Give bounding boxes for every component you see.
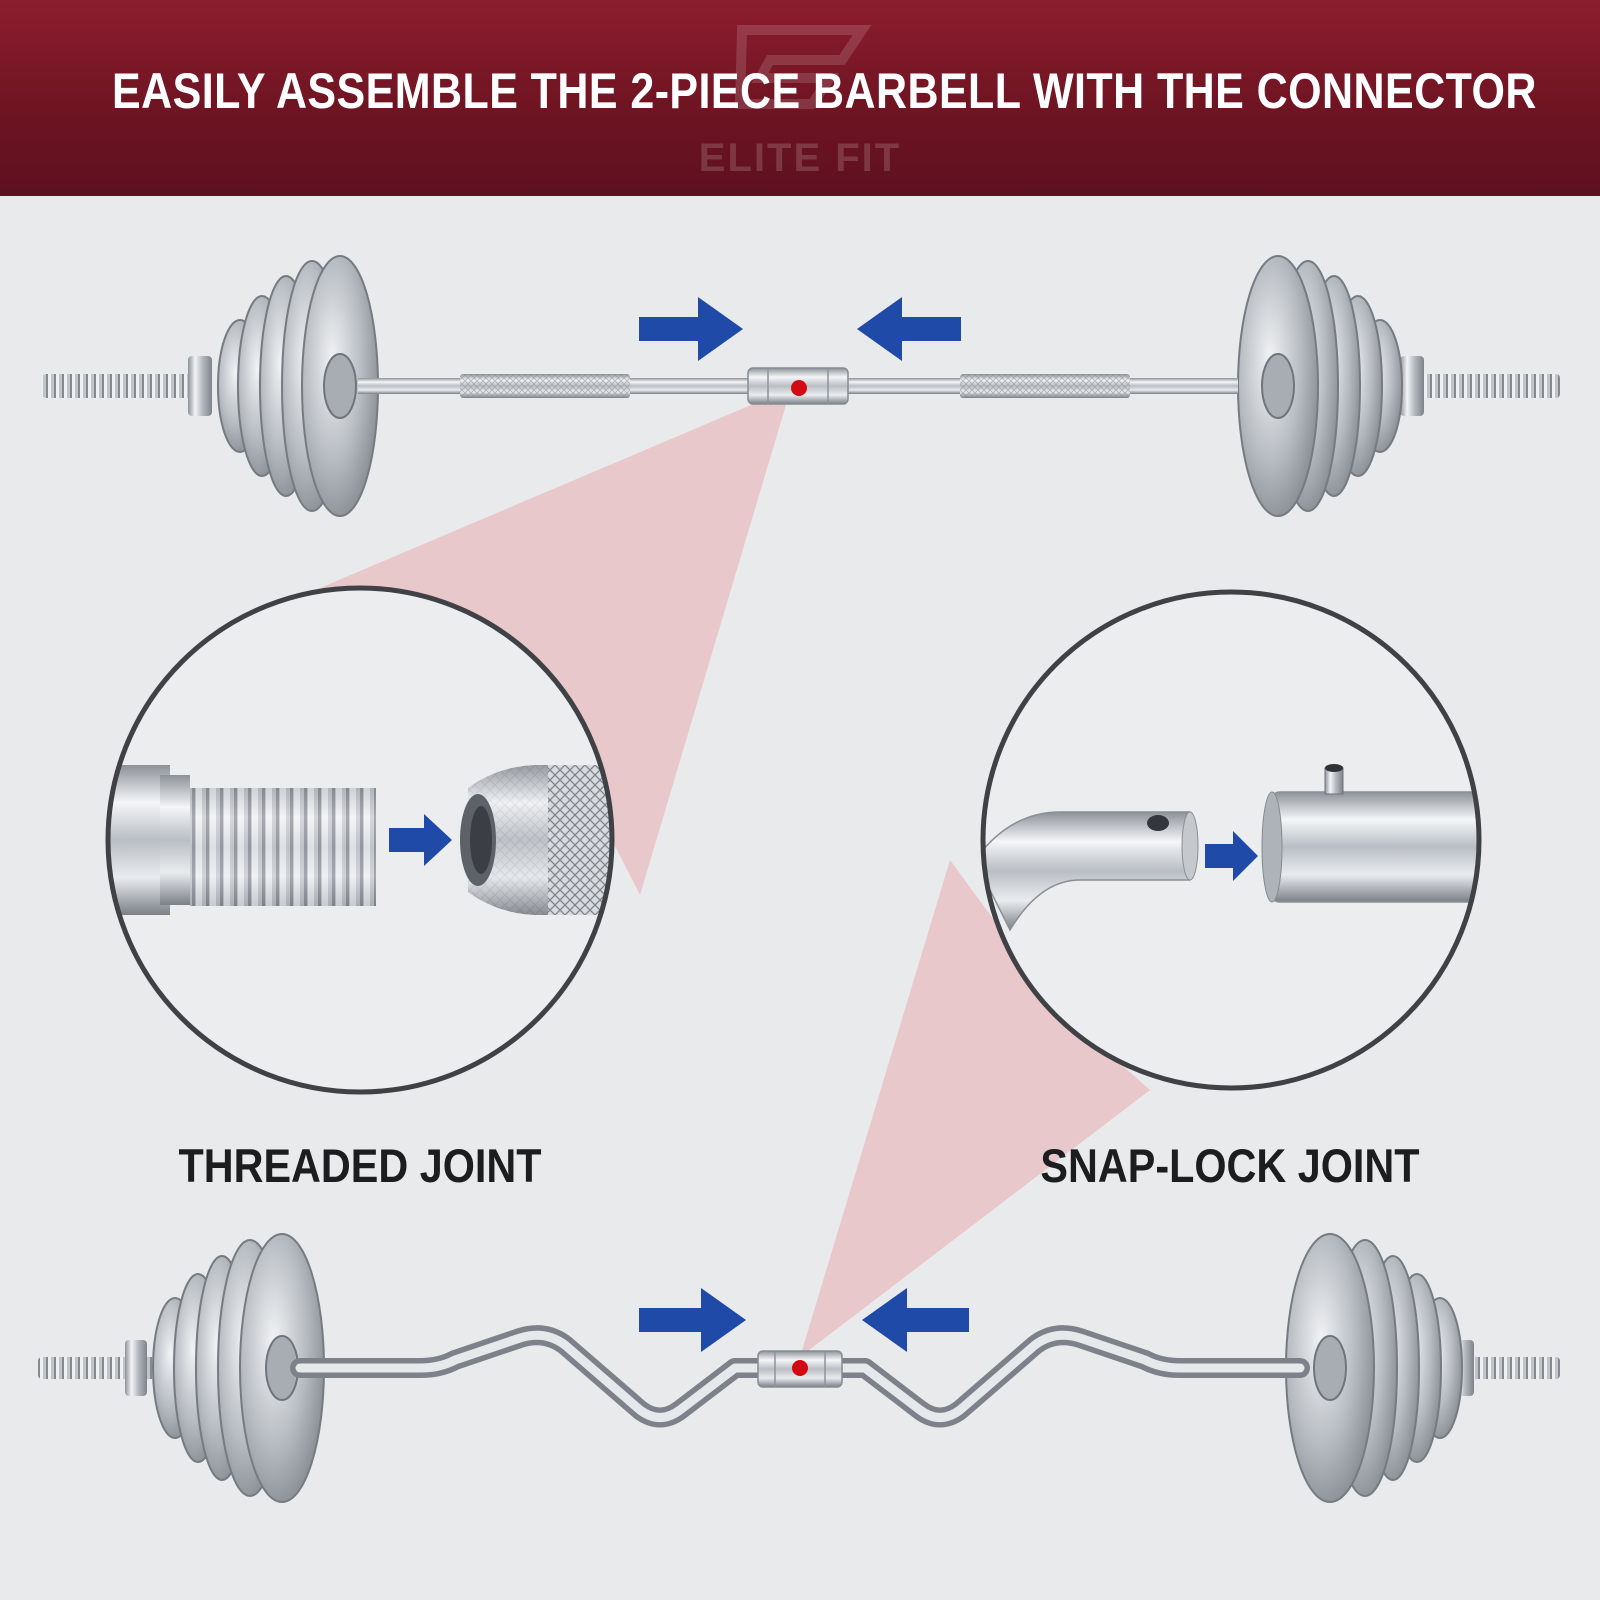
red-dot-marker-icon: [791, 380, 807, 396]
right-sleeve-thread: [1390, 374, 1560, 398]
arrow-left-icon: [862, 1288, 969, 1352]
left-sleeve-thread: [42, 374, 202, 398]
arrow-right-icon: [1205, 831, 1258, 881]
snaplock-joint-zoom: [980, 589, 1482, 1091]
page-title: EASILY ASSEMBLE THE 2-PIECE BARBELL WITH…: [112, 63, 1537, 119]
threaded-callout-cone: [280, 388, 791, 895]
threaded-zoom-ring: [105, 585, 615, 1095]
curl-barbell: [38, 1233, 1560, 1503]
snaplock-joint-label: SNAP-LOCK JOINT: [1040, 1139, 1420, 1192]
arrow-right-icon: [389, 814, 452, 866]
snaplock-zoom-ring: [980, 589, 1482, 1091]
arrow-right-icon: [639, 1288, 746, 1352]
arrow-left-icon: [857, 297, 961, 361]
threaded-joint-label: THREADED JOINT: [178, 1139, 542, 1192]
brand-watermark: ELITE FIT: [698, 136, 902, 180]
left-collar: [188, 356, 212, 416]
header-banner: EASILY ASSEMBLE THE 2-PIECE BARBELL WITH…: [0, 0, 1600, 196]
threaded-joint-zoom: [105, 585, 615, 1095]
elite-fit-logo-icon: [734, 25, 872, 109]
red-dot-marker-icon: [792, 1360, 808, 1376]
arrow-right-icon: [639, 297, 743, 361]
right-collar: [1400, 356, 1424, 416]
snaplock-callout-cone: [800, 860, 1150, 1357]
straight-barbell: [42, 255, 1560, 517]
